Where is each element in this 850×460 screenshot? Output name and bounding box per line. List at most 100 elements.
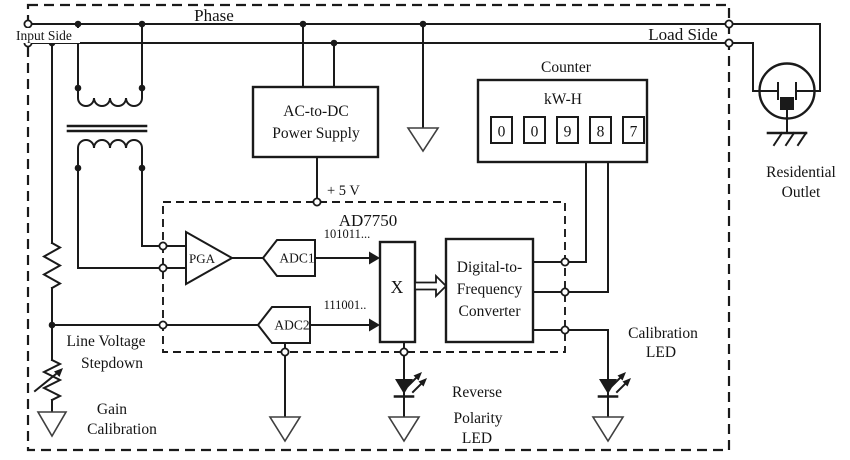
calibration-led-label-2: LED [646, 344, 676, 361]
counter-digit: 0 [531, 124, 539, 141]
line-labels: Phase Input Side Load Side Line Voltage … [14, 6, 718, 438]
transformer-core [66, 124, 148, 133]
resistor-zigzag [41, 241, 63, 290]
phase-label: Phase [194, 6, 234, 25]
ground-symbols [36, 127, 625, 443]
load-neutral-terminal [724, 38, 734, 48]
gain-cal-label-2: Calibration [87, 421, 157, 438]
counter-wire-2 [532, 161, 609, 293]
outlet-label-1: Residential [766, 164, 836, 181]
calibration-led-ray-1 [610, 375, 623, 388]
ad7750-dashed-border [162, 201, 566, 353]
counter-wire-1 [532, 161, 587, 263]
reverse-led-ray-head-2 [418, 378, 427, 387]
calibration-led-label-1: Calibration [628, 325, 698, 342]
line-voltage-stepdown-resistor-icon [41, 241, 63, 290]
junction-dot [48, 321, 56, 329]
counter-digit: 9 [564, 124, 572, 141]
block-arrow-icon [414, 273, 448, 299]
junction-dot [138, 84, 146, 92]
current-transformer-icon [66, 23, 148, 169]
input-phase-terminal [23, 19, 33, 29]
five-volt-pin [312, 197, 322, 207]
line-voltage-label-2: Stepdown [81, 355, 143, 372]
ad7750-chip: AD7750 PGA ADC1 ADC2 101011... 111001.. … [185, 211, 535, 344]
counter-digit-box [490, 116, 513, 144]
counter-digit-box [589, 116, 612, 144]
power-supply-label-1: AC-to-DC [283, 103, 348, 120]
pga-amp-icon [185, 230, 235, 286]
reverse-led-icon [395, 379, 413, 394]
five-volt-label: + 5 V [327, 183, 360, 199]
junction-dots [48, 20, 427, 329]
outlet-left-prong [759, 82, 779, 100]
calibration-led-wire [532, 329, 609, 418]
transformer-secondary-coil [77, 139, 143, 169]
input-side-label: Input Side [16, 28, 72, 43]
meter-enclosure-dashed-border [26, 3, 731, 452]
pga-label: PGA [189, 251, 216, 266]
calibration-led-ground-icon [591, 416, 625, 443]
counter-digit: 7 [630, 124, 638, 141]
pga-input-pin-1 [158, 241, 168, 251]
calibration-led-ray-head-2 [622, 378, 631, 387]
transformer-primary-coil [77, 23, 143, 107]
gain-calibration-pot-icon [33, 358, 63, 402]
junction-dot [74, 84, 82, 92]
adc2-arrow-head [369, 318, 380, 332]
ad7750-part-number: AD7750 [339, 211, 398, 230]
outlet-ground-pin [780, 97, 794, 110]
load-phase-terminal [724, 19, 734, 29]
junction-dot [138, 20, 146, 28]
reverse-led-label-1: Reverse [452, 384, 502, 401]
wiring [27, 23, 821, 418]
pot-zigzag [41, 358, 63, 402]
input-side-label-bg [14, 28, 80, 43]
junction-dot [138, 164, 146, 172]
pot-ground-icon [36, 411, 68, 438]
pot-arrow-shaft [33, 372, 58, 393]
adc1-arrow-head [369, 251, 380, 265]
ct-lead-bottom [77, 167, 187, 269]
counter-units: kW-H [544, 91, 582, 108]
reverse-led-ground-icon [387, 416, 421, 443]
counter-digit: 8 [597, 124, 605, 141]
terminals [23, 19, 734, 357]
ct-lead-top [141, 167, 187, 247]
outlet-label-2: Outlet [782, 184, 821, 201]
power-supply-label-2: Power Supply [272, 125, 360, 142]
calibration-led-ray-2 [615, 381, 628, 394]
dfc-label-3: Converter [459, 303, 522, 320]
counter-digit-box [523, 116, 546, 144]
reverse-led-ray-head-1 [413, 372, 422, 381]
junction-dot [299, 20, 307, 28]
junction-dot [74, 164, 82, 172]
dfc-block [444, 237, 535, 344]
chip-ground-pin [280, 347, 290, 357]
pot-arrow-head [54, 368, 63, 377]
reverse-led-label-3: LED [462, 430, 492, 447]
freq-out-pin-1 [560, 257, 570, 267]
freq-out-pin-2 [560, 287, 570, 297]
reverse-led-ray-2 [411, 381, 424, 394]
load-side-label: Load Side [648, 25, 717, 44]
pga-input-pin-2 [158, 263, 168, 273]
adc2-input-pin [158, 320, 168, 330]
calibration-led: Calibration LED [597, 325, 698, 398]
adc2-ground-icon [268, 416, 302, 443]
reverse-polarity-led: Reverse Polarity LED [393, 372, 503, 447]
power-supply-box [251, 85, 380, 159]
reverse-led-label-2: Polarity [453, 410, 502, 427]
reverse-led-pin [399, 347, 409, 357]
cal-out-pin [560, 325, 570, 335]
calibration-led-icon [599, 379, 617, 394]
multiplier-label: X [391, 277, 404, 297]
adc1-label: ADC1 [279, 251, 314, 266]
counter-title: Counter [541, 59, 592, 76]
supply-ground-icon [406, 127, 440, 153]
outlet-earth-hatches [772, 131, 808, 147]
residential-outlet: Residential Outlet [758, 62, 836, 201]
reverse-led-ray-1 [406, 375, 419, 388]
junction-dot [74, 20, 82, 28]
